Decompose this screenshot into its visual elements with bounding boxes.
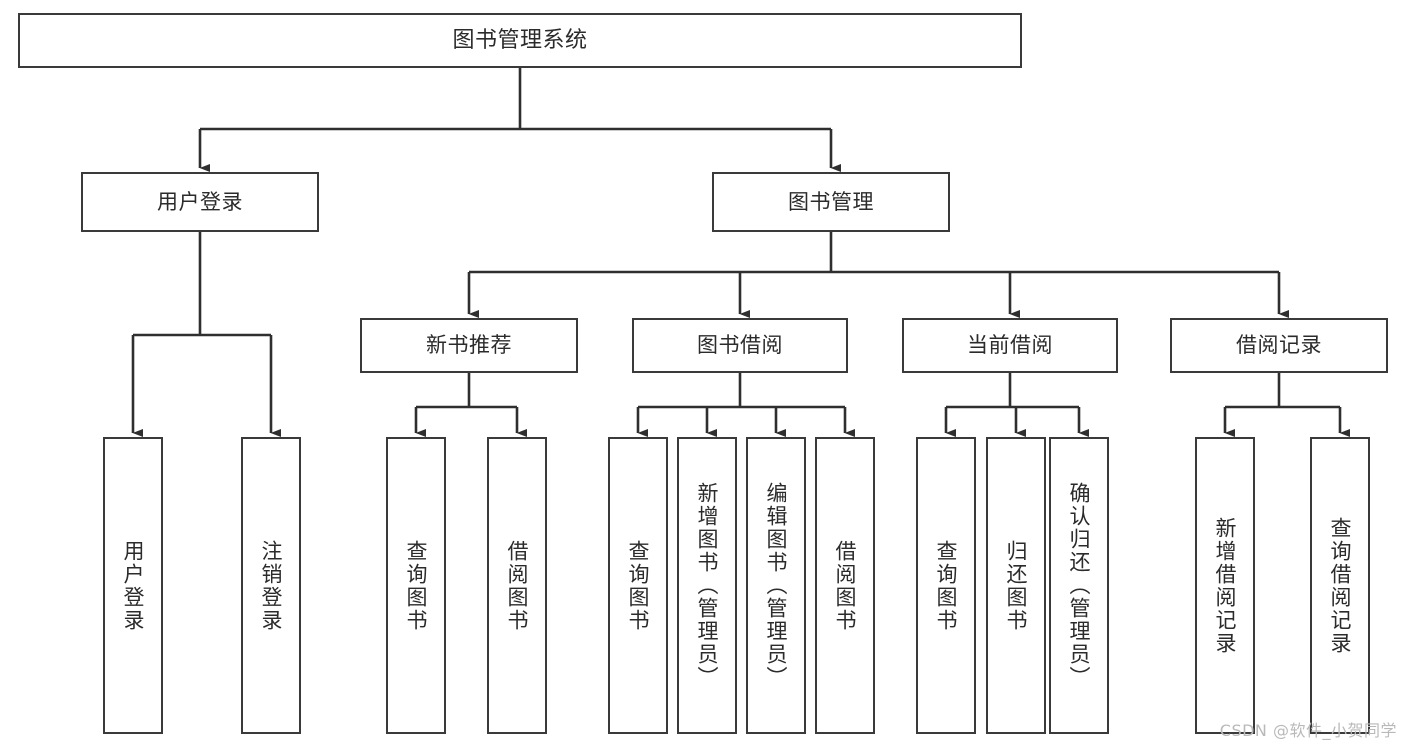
node-new-book-recommend[interactable]: 新书推荐	[360, 318, 578, 373]
node-book-manage-label: 图书管理	[788, 189, 874, 214]
node-leaf-user-login[interactable]: 用户登录	[103, 437, 163, 734]
node-leaf-query-book-3-label: 查询图书	[934, 539, 959, 632]
node-leaf-query-book-1-label: 查询图书	[404, 539, 429, 632]
node-leaf-user-logout-label: 注销登录	[259, 539, 284, 632]
node-leaf-borrow-book-1-label: 借阅图书	[505, 539, 530, 632]
node-root-label: 图书管理系统	[452, 27, 588, 53]
node-leaf-return-book-label: 归还图书	[1004, 539, 1029, 632]
node-leaf-user-login-label: 用户登录	[121, 539, 146, 632]
node-root[interactable]: 图书管理系统	[18, 13, 1022, 68]
node-user-login-label: 用户登录	[157, 189, 243, 214]
node-book-borrow-label: 图书借阅	[697, 333, 783, 358]
node-current-borrow[interactable]: 当前借阅	[902, 318, 1118, 373]
node-book-manage[interactable]: 图书管理	[712, 172, 950, 232]
watermark-label: CSDN @软件_小贺同学	[1219, 721, 1397, 740]
node-leaf-borrow-book-1[interactable]: 借阅图书	[487, 437, 547, 734]
node-leaf-edit-book-label: 编辑图书（管理员）	[764, 482, 789, 689]
node-leaf-query-book-2[interactable]: 查询图书	[608, 437, 668, 734]
node-leaf-return-book[interactable]: 归还图书	[986, 437, 1046, 734]
node-leaf-add-book[interactable]: 新增图书（管理员）	[677, 437, 737, 734]
node-borrow-record[interactable]: 借阅记录	[1170, 318, 1388, 373]
node-leaf-query-book-2-label: 查询图书	[626, 539, 651, 632]
node-new-book-recommend-label: 新书推荐	[426, 333, 512, 358]
node-leaf-confirm-return-label: 确认归还（管理员）	[1067, 482, 1092, 689]
node-leaf-add-record-label: 新增借阅记录	[1213, 516, 1238, 655]
node-user-login[interactable]: 用户登录	[81, 172, 319, 232]
node-leaf-add-book-label: 新增图书（管理员）	[695, 482, 720, 689]
node-book-borrow[interactable]: 图书借阅	[632, 318, 848, 373]
node-leaf-query-book-1[interactable]: 查询图书	[386, 437, 446, 734]
node-leaf-borrow-book-2-label: 借阅图书	[833, 539, 858, 632]
node-leaf-confirm-return[interactable]: 确认归还（管理员）	[1049, 437, 1109, 734]
node-leaf-edit-book[interactable]: 编辑图书（管理员）	[746, 437, 806, 734]
node-leaf-user-logout[interactable]: 注销登录	[241, 437, 301, 734]
node-leaf-query-record-label: 查询借阅记录	[1328, 516, 1353, 655]
node-leaf-query-record[interactable]: 查询借阅记录	[1310, 437, 1370, 734]
node-leaf-add-record[interactable]: 新增借阅记录	[1195, 437, 1255, 734]
node-current-borrow-label: 当前借阅	[967, 333, 1053, 358]
node-leaf-borrow-book-2[interactable]: 借阅图书	[815, 437, 875, 734]
node-borrow-record-label: 借阅记录	[1236, 333, 1322, 358]
node-leaf-query-book-3[interactable]: 查询图书	[916, 437, 976, 734]
